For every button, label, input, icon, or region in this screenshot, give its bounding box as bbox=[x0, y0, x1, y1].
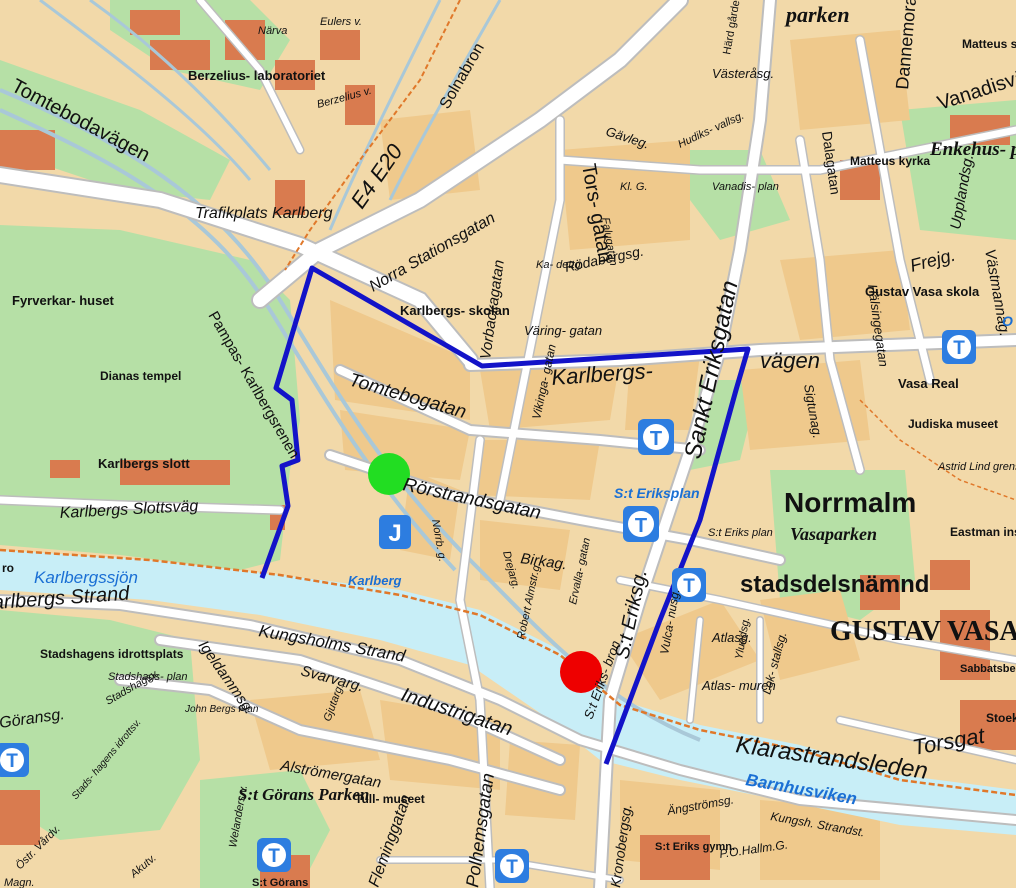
label-o-edge: O bbox=[1002, 313, 1013, 329]
park-stadshagen bbox=[0, 610, 200, 840]
label-vasaparken: Vasaparken bbox=[790, 524, 877, 544]
label-karlbergssjon: Karlbergssjön bbox=[34, 568, 138, 587]
blocks-layer bbox=[250, 30, 910, 880]
label-enkehus: Enkehus- parken bbox=[929, 139, 1016, 160]
water-karlbergssjon bbox=[0, 550, 1016, 835]
label-ro-edge: ro bbox=[2, 561, 14, 575]
label-parken: parken bbox=[784, 2, 850, 27]
label-sabbatsberg: Sabbatsbergs sjukh. bbox=[960, 663, 1016, 675]
label-kadettg: Ka- dettg. bbox=[536, 259, 584, 271]
label-trafikplats: Trafikplats Karlberg bbox=[195, 205, 333, 222]
transit-t-icon[interactable]: T bbox=[0, 743, 29, 777]
label-st-eriks-gymn: S:t Eriks gymn. bbox=[655, 841, 735, 853]
label-eulers: Eulers v. bbox=[320, 16, 362, 28]
svg-text:T: T bbox=[635, 515, 647, 537]
label-vanrggatan: Väring- gatan bbox=[524, 323, 602, 338]
label-vagen: vägen bbox=[760, 348, 820, 373]
label-stadshagsplan: Stadshags- plan bbox=[108, 671, 188, 683]
route-outline bbox=[259, 265, 751, 765]
svg-text:T: T bbox=[506, 857, 518, 878]
marker-green-poi[interactable] bbox=[368, 453, 410, 495]
label-st-gorans: S:t Görans bbox=[252, 877, 308, 888]
transit-layer: J T T T T T T bbox=[0, 330, 976, 883]
label-st-eriksplan: S:t Eriksplan bbox=[614, 485, 700, 501]
label-fyrverkarhuset: Fyrverkar- huset bbox=[12, 293, 115, 308]
label-gustav-vasa-skola: Gustav Vasa skola bbox=[865, 284, 980, 299]
label-vanadisplan: Vanadis- plan bbox=[712, 181, 779, 193]
label-narva: Närva bbox=[258, 25, 287, 37]
label-gustav-vasa-fors: GUSTAV VASA FÖRS. bbox=[830, 616, 1016, 647]
transit-t-icon[interactable]: T bbox=[257, 838, 291, 872]
svg-text:T: T bbox=[650, 428, 662, 450]
transit-t-icon[interactable]: T bbox=[638, 419, 674, 455]
transit-t-icon[interactable]: T bbox=[623, 506, 659, 542]
label-vasa-real: Vasa Real bbox=[898, 376, 959, 391]
label-kl-g: Kl. G. bbox=[620, 181, 648, 193]
label-stadsdelsnamnd: stadsdelsnämnd bbox=[740, 571, 929, 598]
label-matteus-skola: Matteus skola bbox=[962, 37, 1016, 51]
label-stoek: Stoek bbox=[986, 711, 1016, 725]
water-layer bbox=[0, 550, 1016, 835]
label-birkag: Birkag. bbox=[519, 550, 568, 573]
svg-text:T: T bbox=[683, 576, 695, 597]
buildings-layer bbox=[0, 10, 1016, 888]
svg-text:J: J bbox=[388, 520, 401, 547]
label-karlbergs-slott: Karlbergs slott bbox=[98, 456, 190, 471]
label-berzelius-lab: Berzelius- laboratoriet bbox=[188, 68, 326, 83]
label-dianas-tempel: Dianas tempel bbox=[100, 369, 181, 383]
label-judiska-museet: Judiska museet bbox=[908, 417, 998, 431]
label-john-bergs-plan: John Bergs Plan bbox=[184, 704, 259, 715]
transit-j-karlberg-icon[interactable]: J bbox=[379, 515, 411, 549]
transit-t-icon[interactable]: T bbox=[672, 568, 706, 602]
label-atlasg: Atlasg. bbox=[711, 630, 752, 645]
label-tull-museet: Tull- museet bbox=[355, 792, 425, 806]
park-top-left bbox=[0, 60, 230, 200]
svg-text:T: T bbox=[953, 338, 965, 359]
label-karlberg-station: Karlberg bbox=[348, 573, 402, 588]
label-eastman: Eastman institutet bbox=[950, 525, 1016, 539]
label-stadshagens-idrottsplats: Stadshagens idrottsplats bbox=[40, 647, 184, 661]
svg-text:T: T bbox=[268, 846, 280, 867]
label-matteus-kyrka: Matteus kyrka bbox=[850, 154, 930, 168]
label-st-gorans-parken: S:t Görans Parken bbox=[238, 785, 369, 804]
label-normalm: Norrmalm bbox=[784, 487, 916, 518]
marker-red-poi[interactable] bbox=[560, 651, 602, 693]
svg-text:T: T bbox=[6, 751, 18, 772]
label-astrid-lindgren: Astrid Lind grens Terra bbox=[937, 461, 1016, 473]
transit-t-icon[interactable]: T bbox=[495, 849, 529, 883]
label-karlbergsskolan: Karlbergs- skolan bbox=[400, 303, 510, 318]
label-vasteraas: Västeråsg. bbox=[712, 66, 774, 81]
boundary-layer bbox=[0, 0, 1016, 797]
transit-t-icon[interactable]: T bbox=[942, 330, 976, 364]
label-atlasmuren: Atlas- muren bbox=[701, 678, 776, 693]
label-st-eriks-plan: S:t Eriks plan bbox=[708, 527, 773, 539]
label-magn: Magn. bbox=[4, 877, 35, 888]
